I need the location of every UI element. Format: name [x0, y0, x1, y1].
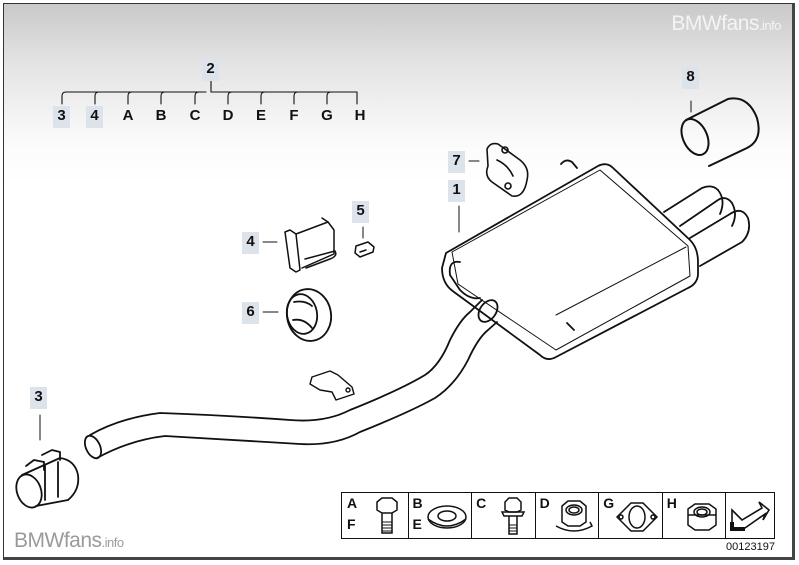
diagram-frame	[3, 3, 795, 560]
callout-1[interactable]: 1	[448, 180, 465, 202]
washer-icon	[426, 505, 467, 529]
callout-3[interactable]: 3	[30, 387, 47, 409]
legend-cell-BE[interactable]: B E	[409, 493, 473, 538]
callout-4[interactable]: 4	[242, 232, 259, 254]
rubber-ring	[285, 288, 333, 342]
callout-3-kit[interactable]: 3	[53, 106, 70, 128]
legend-letter: F	[347, 516, 356, 532]
exhaust-pipe	[83, 299, 499, 460]
legend-letter: C	[476, 495, 487, 511]
kit-item-C[interactable]: C	[189, 107, 201, 124]
legend-letter: D	[539, 495, 550, 511]
part-number: 00123197	[726, 541, 775, 553]
legend-letter: A	[347, 495, 358, 511]
flange-nut-icon	[555, 500, 593, 532]
bolt	[354, 241, 375, 258]
callout-8[interactable]: 8	[682, 67, 699, 89]
watermark-bottom: BMWfans.info	[14, 529, 124, 552]
watermark-top: BMWfans.info	[671, 12, 781, 35]
callout-7[interactable]: 7	[448, 151, 465, 173]
mounting-bracket	[284, 217, 337, 273]
legend-cell-D[interactable]: D	[536, 493, 600, 538]
kit-item-G[interactable]: G	[321, 107, 333, 124]
legend-cell-G[interactable]: G	[599, 493, 663, 538]
legend-cell-H[interactable]: H	[663, 493, 727, 538]
legend-cell-C[interactable]: C	[472, 493, 536, 538]
legend-letter: B	[412, 495, 423, 511]
rear-silencer	[441, 159, 751, 360]
rubber-hanger	[485, 142, 529, 197]
legend-letter: E	[412, 516, 422, 532]
kit-item-H[interactable]: H	[354, 107, 366, 124]
legend-letter: H	[666, 495, 677, 511]
flange-bolt-icon	[500, 497, 526, 535]
leader-lines	[39, 100, 692, 441]
tailpipe-trim	[680, 97, 760, 167]
kit-item-E[interactable]: E	[255, 107, 266, 124]
callout-2[interactable]: 2	[202, 59, 219, 81]
kit-item-A[interactable]: A	[122, 107, 134, 124]
arrow-icon	[730, 501, 771, 531]
callout-4-kit[interactable]: 4	[86, 106, 103, 128]
kit-item-F[interactable]: F	[289, 107, 299, 124]
callout-5[interactable]: 5	[352, 201, 369, 223]
legend-cell-arrow[interactable]	[726, 493, 774, 538]
gasket-icon	[616, 502, 659, 532]
kit-item-B[interactable]: B	[155, 107, 167, 124]
pipe-bracket	[309, 370, 355, 401]
hex-bolt-icon	[376, 497, 398, 534]
legend-cell-AF[interactable]: A F	[342, 493, 409, 538]
kit-bracket	[61, 79, 358, 105]
hex-nut-icon	[687, 503, 717, 531]
fastener-legend: A F B E C D G H	[341, 492, 775, 539]
pipe-clamp	[15, 449, 80, 509]
kit-item-D[interactable]: D	[222, 107, 234, 124]
legend-letter: G	[603, 495, 615, 511]
callout-6[interactable]: 6	[242, 302, 259, 324]
